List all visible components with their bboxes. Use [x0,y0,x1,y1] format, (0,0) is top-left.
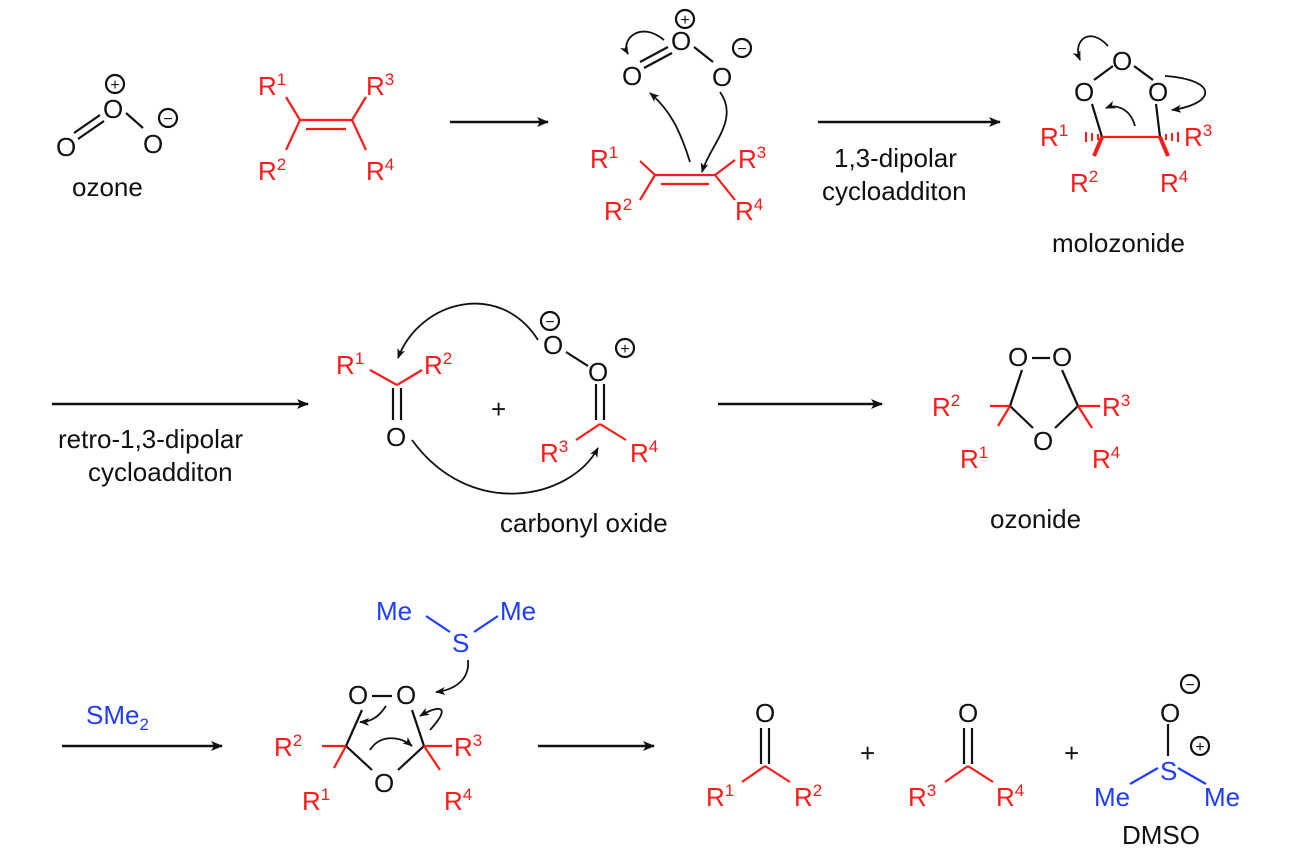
svg-text:R1: R1 [336,349,364,380]
charge-circle [104,73,126,95]
arrow-label: retro-1,3-dipolar [58,424,243,454]
product-carbonyl-1: O R1 R2 [706,698,822,812]
svg-text:S: S [452,628,469,658]
svg-text:−: − [545,314,554,331]
svg-text:R3: R3 [908,781,936,812]
dmso-label: DMSO [1122,820,1200,850]
svg-text:R2: R2 [258,155,286,186]
reagent-label: SMe2 [86,700,149,734]
alkene-molecule: R1 R2 R3 R4 [258,70,394,186]
svg-text:R4: R4 [996,781,1024,812]
svg-text:R1: R1 [302,785,330,816]
arrow-label: cycloadditon [822,176,967,206]
svg-text:Me: Me [500,596,536,626]
plus-sign: + [860,738,875,768]
svg-text:R2: R2 [604,195,632,226]
ozone-label: ozone [72,172,143,202]
svg-text:R2: R2 [424,349,452,380]
svg-text:R1: R1 [706,781,734,812]
svg-text:O: O [712,62,732,92]
svg-text:O: O [671,26,691,56]
svg-text:O: O [1052,342,1072,372]
svg-text:O: O [386,422,406,452]
svg-text:O: O [958,698,978,728]
curly-arrow [620,30,665,55]
svg-text:O: O [1160,698,1180,728]
curly-arrow [397,302,539,359]
plus-sign: + [1064,738,1079,768]
charge-circle [157,107,179,129]
svg-text:O: O [1074,77,1094,107]
svg-text:Me: Me [1204,782,1240,812]
svg-text:O: O [1033,426,1053,456]
svg-text:R4: R4 [735,195,763,226]
plus-sign: + [491,394,506,424]
svg-text:R4: R4 [1160,167,1188,198]
ozonide-reduction: O O O R2 R1 R3 R4 [274,680,482,816]
svg-text:−: − [737,41,746,58]
svg-text:R1: R1 [258,70,286,101]
svg-text:R2: R2 [794,781,822,812]
svg-text:R2: R2 [932,391,960,422]
svg-text:R4: R4 [630,437,658,468]
svg-text:R3: R3 [540,437,568,468]
svg-text:R4: R4 [1092,443,1120,474]
carbonyl-oxide-molecule: O O − + R3 R4 [539,310,658,468]
dmso-molecule: O S − + Me Me [1094,673,1240,812]
dms-attack: Me Me S [376,596,536,695]
svg-text:R3: R3 [366,70,394,101]
svg-text:R1: R1 [1040,121,1068,152]
carbonyl-oxide-label: carbonyl oxide [500,508,668,538]
svg-text:O: O [543,330,563,360]
svg-text:R3: R3 [738,143,766,174]
svg-text:+: + [620,341,629,358]
carbonyl-r1-r2: O R1 R2 [336,349,452,452]
molozonide-label: molozonide [1052,228,1185,258]
curly-arrow [411,439,599,495]
charge-negative: − [163,111,172,128]
svg-text:R2: R2 [1070,167,1098,198]
svg-text:−: − [1185,677,1194,694]
svg-text:+: + [680,12,689,29]
atom-o: O [103,94,123,124]
svg-text:R2: R2 [274,731,302,762]
svg-text:R4: R4 [444,785,472,816]
svg-text:O: O [622,61,642,91]
svg-text:O: O [755,698,775,728]
charge-positive: + [110,77,119,94]
product-carbonyl-2: O R3 R4 [908,698,1024,812]
svg-text:O: O [374,768,394,798]
svg-text:O: O [1148,77,1168,107]
ozonide-label: ozonide [990,504,1081,534]
svg-text:O: O [1112,46,1132,76]
svg-text:O: O [396,680,416,710]
atom-o: O [56,132,76,162]
atom-o: O [143,129,163,159]
cycloaddition-transition: O O O + − R1 R2 R3 R4 [590,8,766,226]
svg-text:O: O [348,680,368,710]
svg-text:+: + [1195,739,1204,756]
svg-text:R3: R3 [454,731,482,762]
ozone-molecule: O O O + − [56,73,179,162]
svg-text:R3: R3 [1102,391,1130,422]
ozonide-molecule: O O O R2 R1 R3 R4 [932,342,1130,474]
svg-text:R1: R1 [590,143,618,174]
svg-text:R3: R3 [1184,121,1212,152]
molozonide-molecule: O O O R1 R2 R3 R4 [1040,35,1212,198]
svg-text:Me: Me [1094,782,1130,812]
arrow-label: 1,3-dipolar [834,143,957,173]
svg-text:O: O [1008,342,1028,372]
curly-arrow [700,91,728,173]
svg-text:R4: R4 [366,155,394,186]
svg-text:S: S [1160,756,1177,786]
curly-arrow [649,92,691,163]
svg-text:Me: Me [376,596,412,626]
arrow-label: cycloadditon [88,457,233,487]
svg-text:R1: R1 [960,443,988,474]
svg-text:O: O [588,357,608,387]
